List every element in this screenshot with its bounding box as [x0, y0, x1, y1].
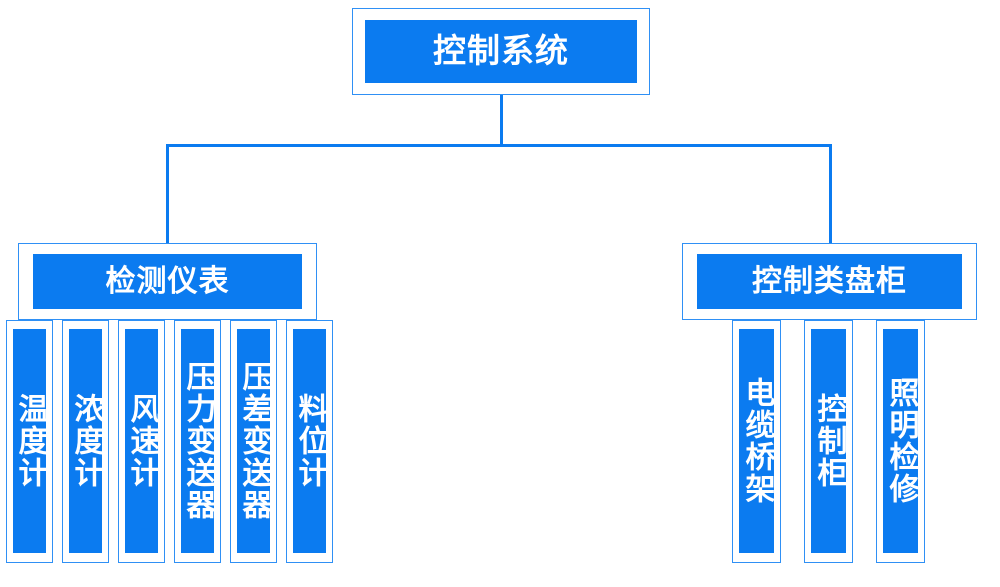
node-leaf-temperature-gauge[interactable]: 温度计 — [6, 320, 53, 563]
node-leaf-level-gauge[interactable]: 料位计 — [286, 320, 333, 563]
node-leaf-fill: 照明检修 — [883, 329, 919, 553]
connector-branch-left-drop — [166, 144, 169, 244]
node-leaf-fill: 浓度计 — [68, 329, 104, 553]
node-leaf-label: 温度计 — [12, 393, 48, 489]
node-leaf-fill: 压力变送器 — [180, 329, 216, 553]
node-leaf-fill: 温度计 — [12, 329, 48, 553]
node-branch-left-fill: 检测仪表 — [33, 254, 302, 309]
node-leaf-label: 压差变送器 — [236, 361, 272, 521]
node-leaf-control-cabinet[interactable]: 控制柜 — [804, 320, 853, 563]
connector-root-stem — [500, 95, 503, 146]
node-leaf-label: 风速计 — [124, 393, 160, 489]
node-leaf-label: 浓度计 — [68, 393, 104, 489]
node-leaf-lighting-maintenance[interactable]: 照明检修 — [876, 320, 925, 563]
connector-branch-bus — [166, 144, 832, 147]
node-leaf-cable-tray[interactable]: 电缆桥架 — [732, 320, 781, 563]
node-branch-detection-instruments[interactable]: 检测仪表 — [18, 243, 317, 320]
node-root-control-system[interactable]: 控制系统 — [352, 8, 650, 95]
node-leaf-anemometer[interactable]: 风速计 — [118, 320, 165, 563]
node-leaf-label: 压力变送器 — [180, 361, 216, 521]
connector-branch-right-drop — [829, 144, 832, 244]
node-branch-right-label: 控制类盘柜 — [752, 263, 907, 299]
node-leaf-fill: 电缆桥架 — [739, 329, 775, 553]
node-leaf-fill: 控制柜 — [811, 329, 847, 553]
node-leaf-differential-pressure-transmitter[interactable]: 压差变送器 — [230, 320, 277, 563]
node-branch-right-fill: 控制类盘柜 — [697, 254, 962, 309]
node-leaf-concentration-gauge[interactable]: 浓度计 — [62, 320, 109, 563]
node-leaf-label: 料位计 — [292, 393, 328, 489]
node-root-label: 控制系统 — [433, 31, 569, 71]
node-leaf-pressure-transmitter[interactable]: 压力变送器 — [174, 320, 221, 563]
node-leaf-fill: 风速计 — [124, 329, 160, 553]
node-leaf-label: 照明检修 — [883, 377, 919, 505]
node-leaf-fill: 压差变送器 — [236, 329, 272, 553]
node-leaf-label: 电缆桥架 — [739, 377, 775, 505]
node-leaf-label: 控制柜 — [811, 393, 847, 489]
node-branch-left-label: 检测仪表 — [105, 263, 230, 299]
node-branch-control-cabinets[interactable]: 控制类盘柜 — [682, 243, 977, 320]
node-leaf-fill: 料位计 — [292, 329, 328, 553]
node-root-fill: 控制系统 — [365, 20, 637, 83]
